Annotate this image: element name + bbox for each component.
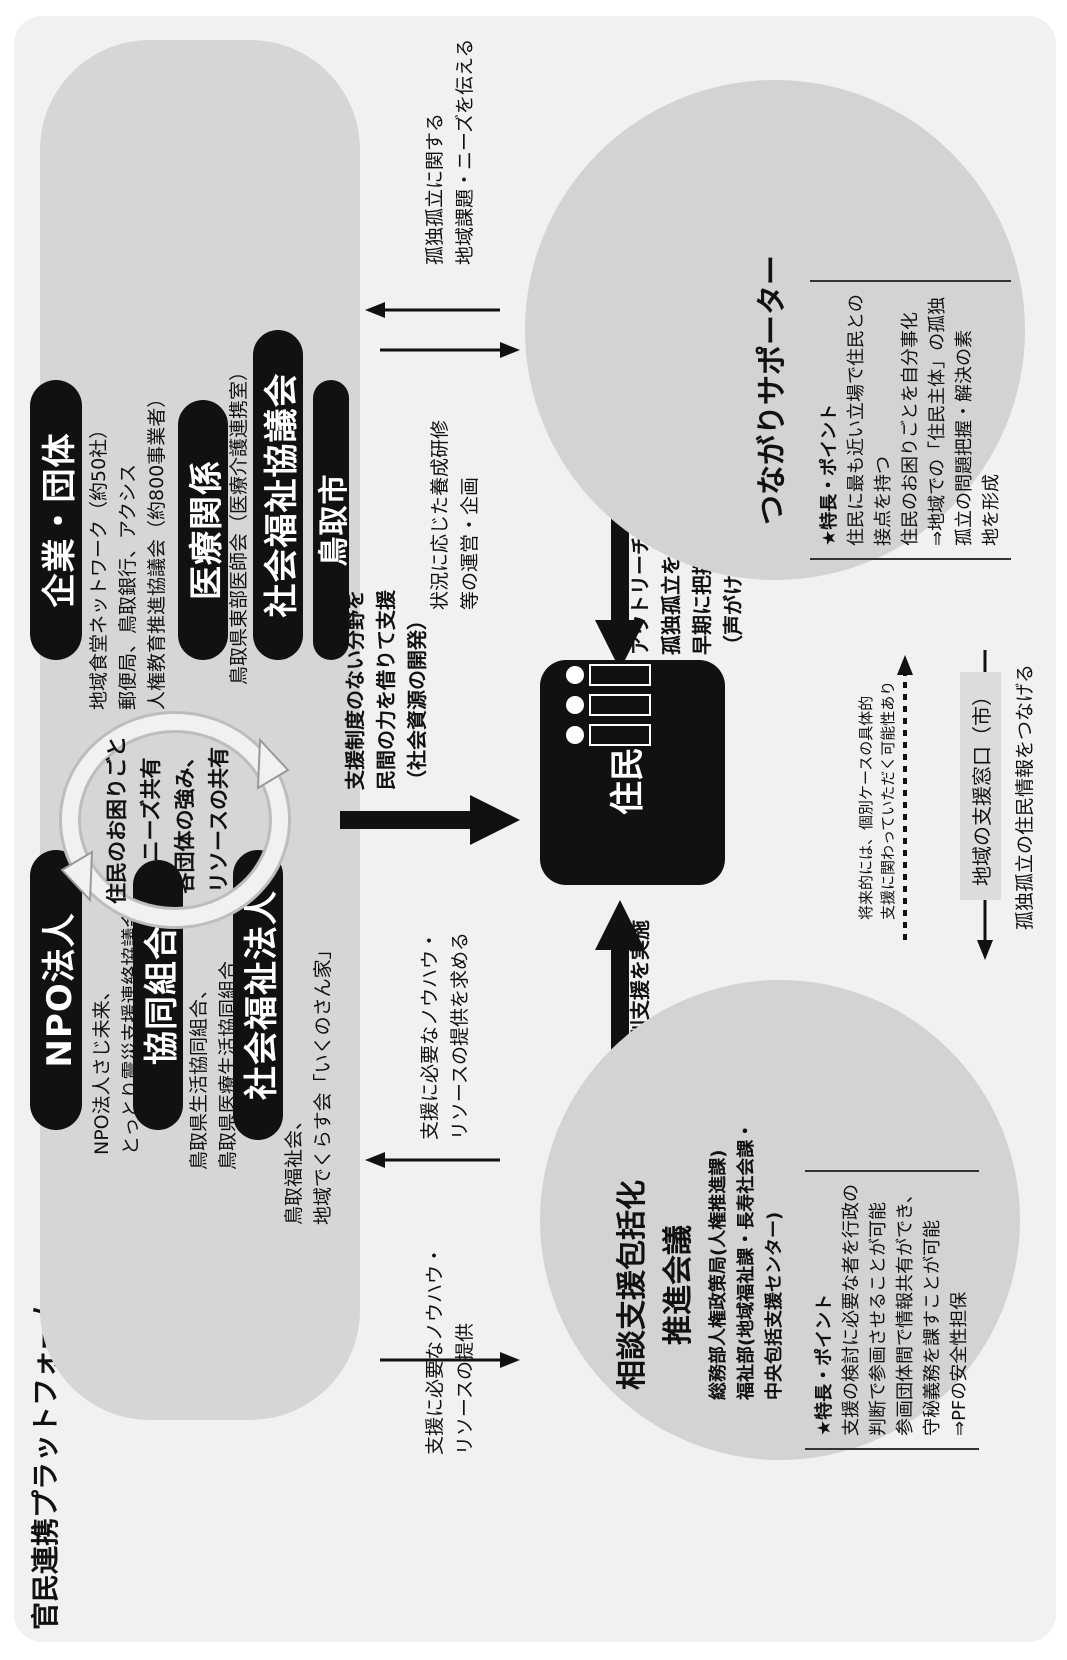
- council-member: 中央包括支援センター): [764, 1211, 785, 1400]
- supporter-point: 地を形成: [981, 474, 1002, 546]
- council-point: 参画団体間で情報共有ができ、: [895, 1185, 916, 1436]
- supporter-point: 接点を持つ: [873, 456, 894, 546]
- supporter-points-title: ★特長・ポイント: [819, 403, 840, 546]
- to-resident-line: 民間の力を借りて支援: [374, 590, 398, 790]
- council-point: 判断で参画させることが可能: [868, 1202, 889, 1436]
- residents-icon: [566, 664, 651, 746]
- resident-box: 住民: [540, 660, 725, 885]
- council-title-line: 推進会議: [661, 1225, 696, 1345]
- future-note: 将来的には、個別ケースの具体的 支援に関わっていただく可能性あり: [855, 681, 899, 920]
- top-right-in-line: 支援に必要なノウハウ・: [419, 930, 441, 1140]
- council-points: ★特長・ポイント 支援の検討に必要な者を行政の 判断で参画させることが可能 参画…: [805, 1170, 979, 1450]
- bottom-left-in-line: 状況に応じた養成研修: [429, 419, 451, 610]
- council-point: ⇒PFの安全性担保: [949, 1291, 970, 1436]
- supporter-point: 住民に最も近い立場で住民との: [846, 294, 867, 546]
- supporter-points: ★特長・ポイント 住民に最も近い立場で住民との 接点を持つ 住民のお困りごとを自…: [810, 280, 1011, 560]
- top-right-in-line: リソースの提供を求める: [449, 931, 471, 1140]
- council-title: 相談支援包括化 推進会議: [610, 1180, 702, 1390]
- council-member: 福祉部(地域福祉課・長寿社会課・: [736, 1121, 757, 1400]
- to-resident-label: 支援制度のない分野を 民間の力を借りて支援 （社会資源の開発）: [340, 590, 433, 790]
- supporter-point: ⇒地域での「住民主体」の孤独: [927, 296, 948, 546]
- council-points-title: ★特長・ポイント: [814, 1293, 835, 1436]
- top-left-out-line: 支援に必要なノウハウ・: [424, 1245, 446, 1455]
- supporter-point: 住民のお困りごとを自分事化: [900, 312, 921, 546]
- council-member: 総務部人権政策局(人権推進課): [708, 1149, 729, 1400]
- future-note-line: 支援に関わっていただく可能性あり: [879, 680, 897, 920]
- bottom-right-out-label: 孤独孤立に関する 地域課題・ニーズを伝える: [420, 39, 480, 265]
- window-label: 地域の支援窓口（市）: [960, 672, 1001, 900]
- supporter-point: 孤立の問題把握・解決の素: [954, 330, 975, 546]
- top-left-out-line: リソースの提供: [454, 1322, 476, 1455]
- future-note-line: 将来的には、個別ケースの具体的: [857, 695, 875, 920]
- to-resident-line: 支援制度のない分野を: [343, 590, 367, 790]
- supporter-title: つながりサポーター: [755, 255, 790, 525]
- council-point: 守秘義務を課すことが可能: [922, 1220, 943, 1436]
- bottom-right-out-line: 地域課題・ニーズを伝える: [454, 38, 476, 265]
- top-left-out-label: 支援に必要なノウハウ・ リソースの提供: [420, 1246, 480, 1455]
- to-resident-line: （社会資源の開発）: [405, 610, 429, 790]
- window-connect-label: 孤独孤立の住民情報をつなげる: [1014, 663, 1036, 930]
- top-right-in-label: 支援に必要なノウハウ・ リソースの提供を求める: [415, 931, 475, 1140]
- council-point: 支援の検討に必要な者を行政の: [841, 1184, 862, 1436]
- council-members: 総務部人権政策局(人権推進課) 福祉部(地域福祉課・長寿社会課・ 中央包括支援セ…: [705, 1122, 789, 1400]
- bottom-left-in-line: 等の運営・企画: [459, 476, 481, 610]
- bottom-left-in-label: 状況に応じた養成研修 等の運営・企画: [425, 420, 485, 610]
- bottom-right-out-line: 孤独孤立に関する: [424, 112, 446, 265]
- council-title-line: 相談支援包括化: [615, 1180, 650, 1390]
